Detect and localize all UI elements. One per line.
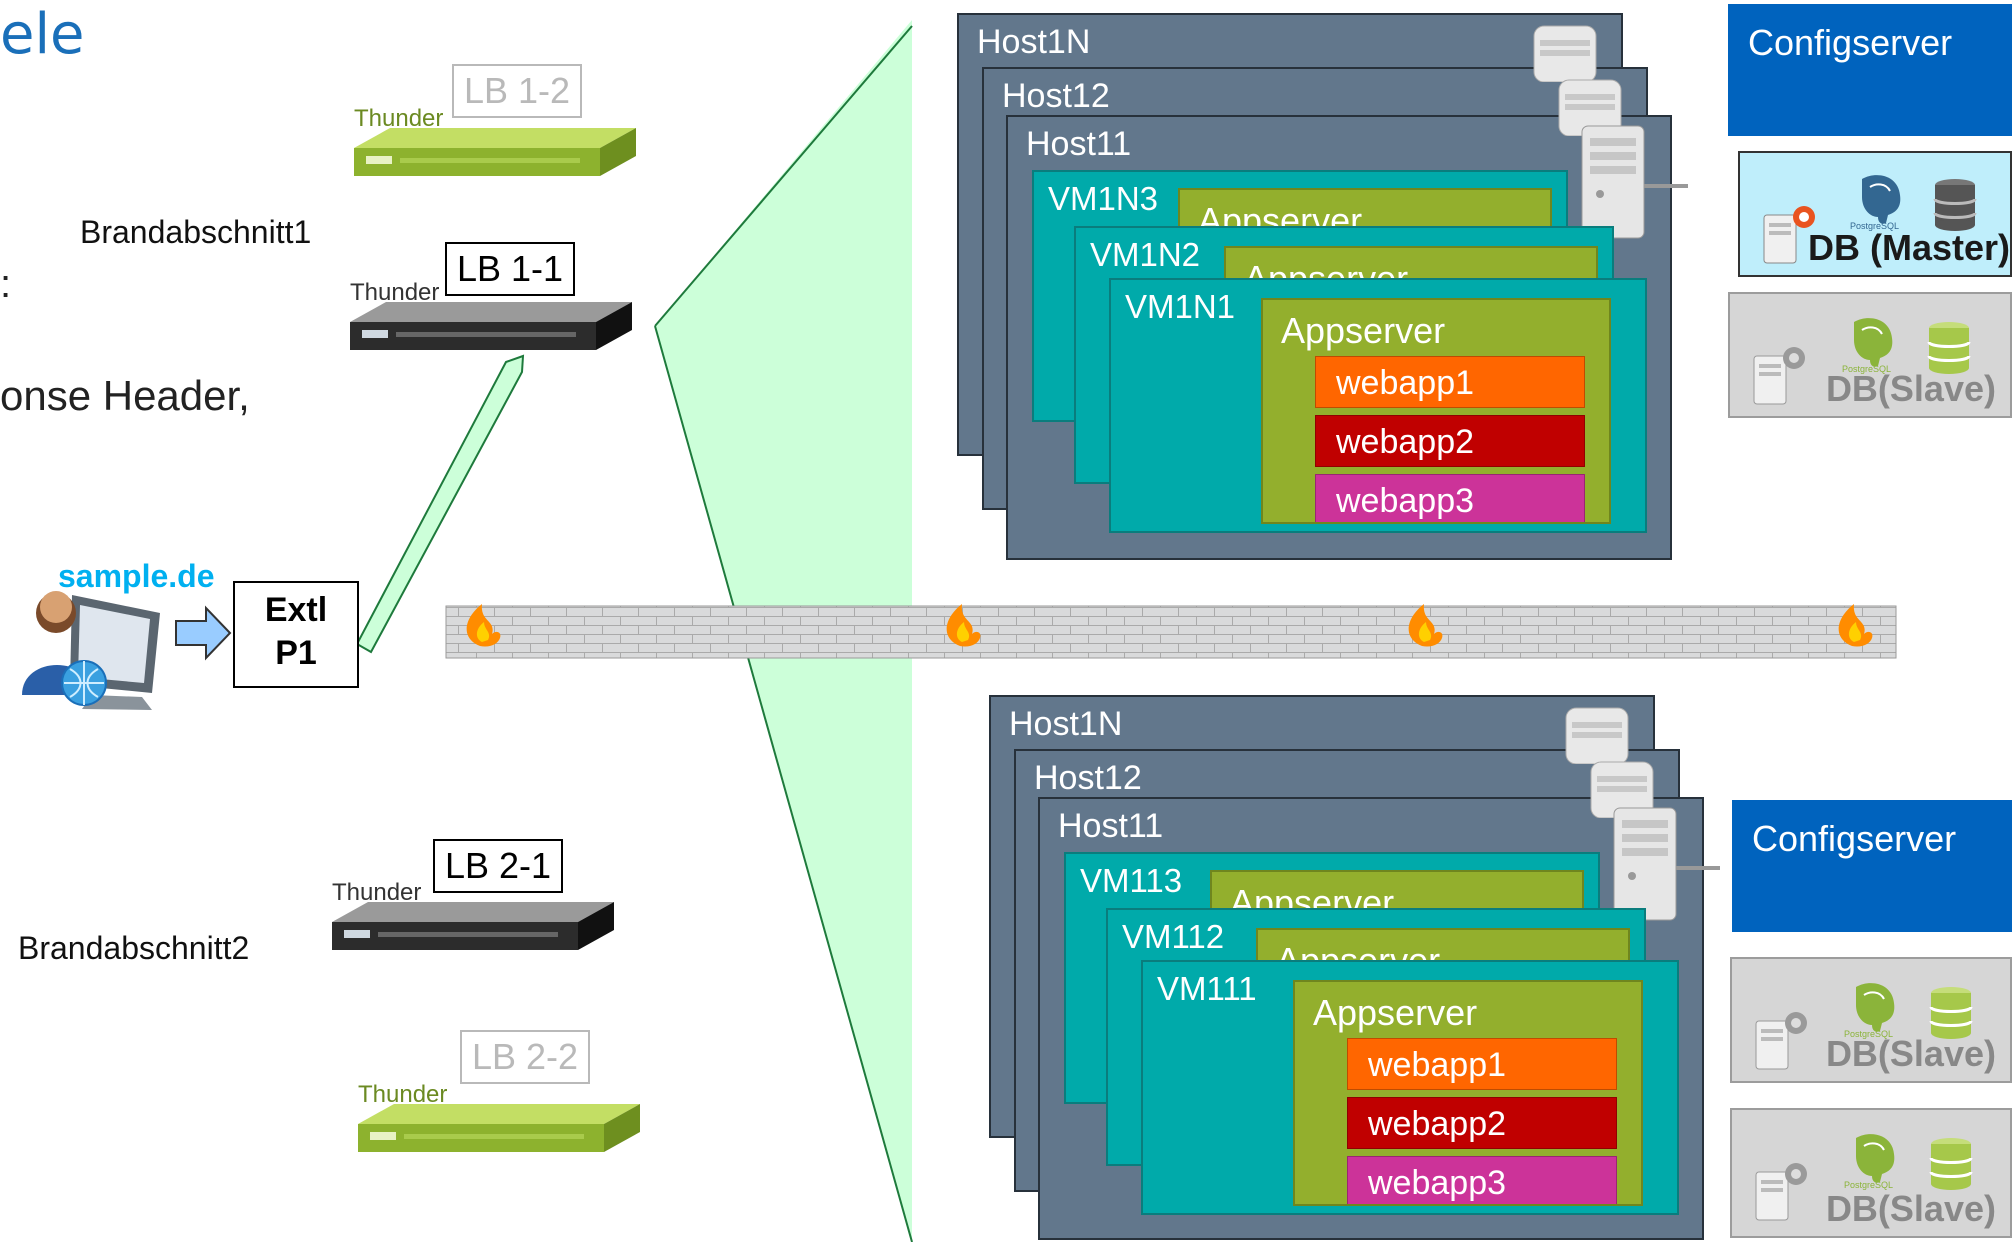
- db-slave-label: DB(Slave): [1825, 368, 1996, 409]
- external-ip-box: Extl P1: [233, 581, 359, 688]
- appserver-panel: Appserver webapp1 webapp2 webapp3: [1261, 298, 1611, 524]
- appserver-label: Appserver: [1281, 310, 1446, 351]
- webapp-2: webapp2: [1315, 415, 1585, 467]
- postgresql-icon: PostgreSQL: [1842, 318, 1893, 374]
- host-label: Host12: [1034, 759, 1142, 797]
- db-slave: PostgreSQL DB(Slave): [1730, 1108, 2012, 1238]
- appserver-panel: Appserver webapp1 webapp2 webapp3: [1293, 980, 1643, 1206]
- database-icon: [1929, 987, 1973, 1039]
- db-master-label: DB (Master): [1807, 227, 2010, 268]
- appserver-label: Appserver: [1198, 200, 1363, 232]
- server-icon: [1558, 79, 1622, 136]
- vm-label: VM113: [1080, 862, 1183, 899]
- webapp-1: webapp1: [1315, 356, 1585, 408]
- svg-text:PostgreSQL: PostgreSQL: [1844, 1029, 1893, 1039]
- db-server-icon: [1755, 1163, 1807, 1221]
- firewall-wall: [445, 605, 1897, 659]
- server-icon: [1590, 761, 1654, 818]
- zone-label-2: Brandabschnitt2: [18, 930, 250, 966]
- server-icon: [1581, 125, 1688, 239]
- postgresql-icon: PostgreSQL: [1844, 983, 1895, 1039]
- vm-card: VM1N1 Appserver webapp1 webapp2 webapp3: [1109, 278, 1647, 533]
- db-slave: PostgreSQL DB(Slave): [1728, 292, 2012, 418]
- svg-text:PostgreSQL: PostgreSQL: [1844, 1180, 1893, 1190]
- lb-device-1-2: Thunder: [354, 105, 636, 176]
- postgresql-icon: PostgreSQL: [1844, 1134, 1895, 1190]
- lb-brand: Thunder: [358, 1081, 447, 1108]
- server-icon: [1533, 25, 1597, 82]
- vm-label: VM1N1: [1125, 288, 1236, 325]
- db-server-icon: [1763, 206, 1815, 264]
- fire-icon: [946, 604, 981, 647]
- fire-icon: [1408, 604, 1443, 647]
- lb-label-2-2: LB 2-2: [460, 1030, 591, 1084]
- vm-label: VM1N2: [1090, 236, 1201, 273]
- domain-label: sample.de: [58, 558, 215, 594]
- webapp-3: webapp3: [1347, 1156, 1617, 1204]
- title-fragment: ele: [0, 2, 85, 67]
- db-slave: PostgreSQL DB(Slave): [1730, 957, 2012, 1083]
- db-server-icon: [1755, 1012, 1807, 1070]
- user-computer-icon: [22, 591, 160, 710]
- host-label: Host11: [1026, 125, 1132, 163]
- db-server-icon: [1753, 347, 1805, 405]
- db-slave-label: DB(Slave): [1825, 1033, 1996, 1074]
- db-slave-label: DB(Slave): [1825, 1188, 1996, 1229]
- configserver-bottom: Configserver: [1732, 800, 2012, 932]
- external-ip-line1: Extl: [264, 591, 328, 629]
- lb-label-1-2: LB 1-2: [452, 64, 583, 118]
- lb-label-2-1: LB 2-1: [433, 839, 564, 893]
- server-icon: [1565, 707, 1629, 764]
- firewall: [445, 604, 1897, 659]
- configserver-top: Configserver: [1728, 4, 2012, 136]
- lb-device-1-1: Thunder: [350, 279, 632, 350]
- text-fragment-colon: :: [0, 262, 12, 306]
- lb-arrow: [355, 354, 525, 654]
- zone-label-1: Brandabschnitt1: [80, 214, 312, 250]
- lb-brand: Thunder: [350, 279, 439, 306]
- host-label: Host1N: [977, 23, 1091, 61]
- vm-label: VM112: [1122, 918, 1225, 955]
- database-icon: [1929, 1138, 1973, 1190]
- host-label: Host12: [1002, 77, 1110, 115]
- funnel-edge-bottom: [654, 325, 913, 1242]
- vm-label: VM1N3: [1048, 180, 1159, 217]
- vm-card: VM111 Appserver webapp1 webapp2 webapp3: [1141, 960, 1679, 1215]
- host-label: Host1N: [1009, 705, 1123, 743]
- webapp-3: webapp3: [1315, 474, 1585, 522]
- lb-device-2-2: Thunder: [358, 1081, 640, 1152]
- server-icon: [1613, 807, 1720, 921]
- database-icon: [1933, 179, 1977, 231]
- appserver-label: Appserver: [1230, 882, 1395, 914]
- database-icon: [1927, 322, 1971, 374]
- fire-icon: [466, 604, 501, 647]
- lb-brand: Thunder: [332, 879, 421, 906]
- fire-icon: [1838, 604, 1873, 647]
- svg-text:PostgreSQL: PostgreSQL: [1850, 221, 1899, 231]
- client-arrow: [175, 605, 232, 661]
- external-ip-line2: P1: [275, 634, 317, 672]
- vm-label: VM111: [1157, 970, 1257, 1007]
- text-fragment-response-header: onse Header,: [0, 372, 250, 419]
- lb-brand: Thunder: [354, 105, 443, 132]
- lb-device-2-1: Thunder: [332, 879, 614, 950]
- lb-label-1-1: LB 1-1: [445, 242, 576, 296]
- svg-text:PostgreSQL: PostgreSQL: [1842, 364, 1891, 374]
- appserver-label: Appserver: [1313, 992, 1478, 1033]
- webapp-1: webapp1: [1347, 1038, 1617, 1090]
- host-label: Host11: [1058, 807, 1164, 845]
- funnel-edge-top: [654, 25, 913, 327]
- db-master: PostgreSQL DB (Master): [1738, 151, 2012, 277]
- webapp-2: webapp2: [1347, 1097, 1617, 1149]
- postgresql-icon: PostgreSQL: [1850, 175, 1901, 231]
